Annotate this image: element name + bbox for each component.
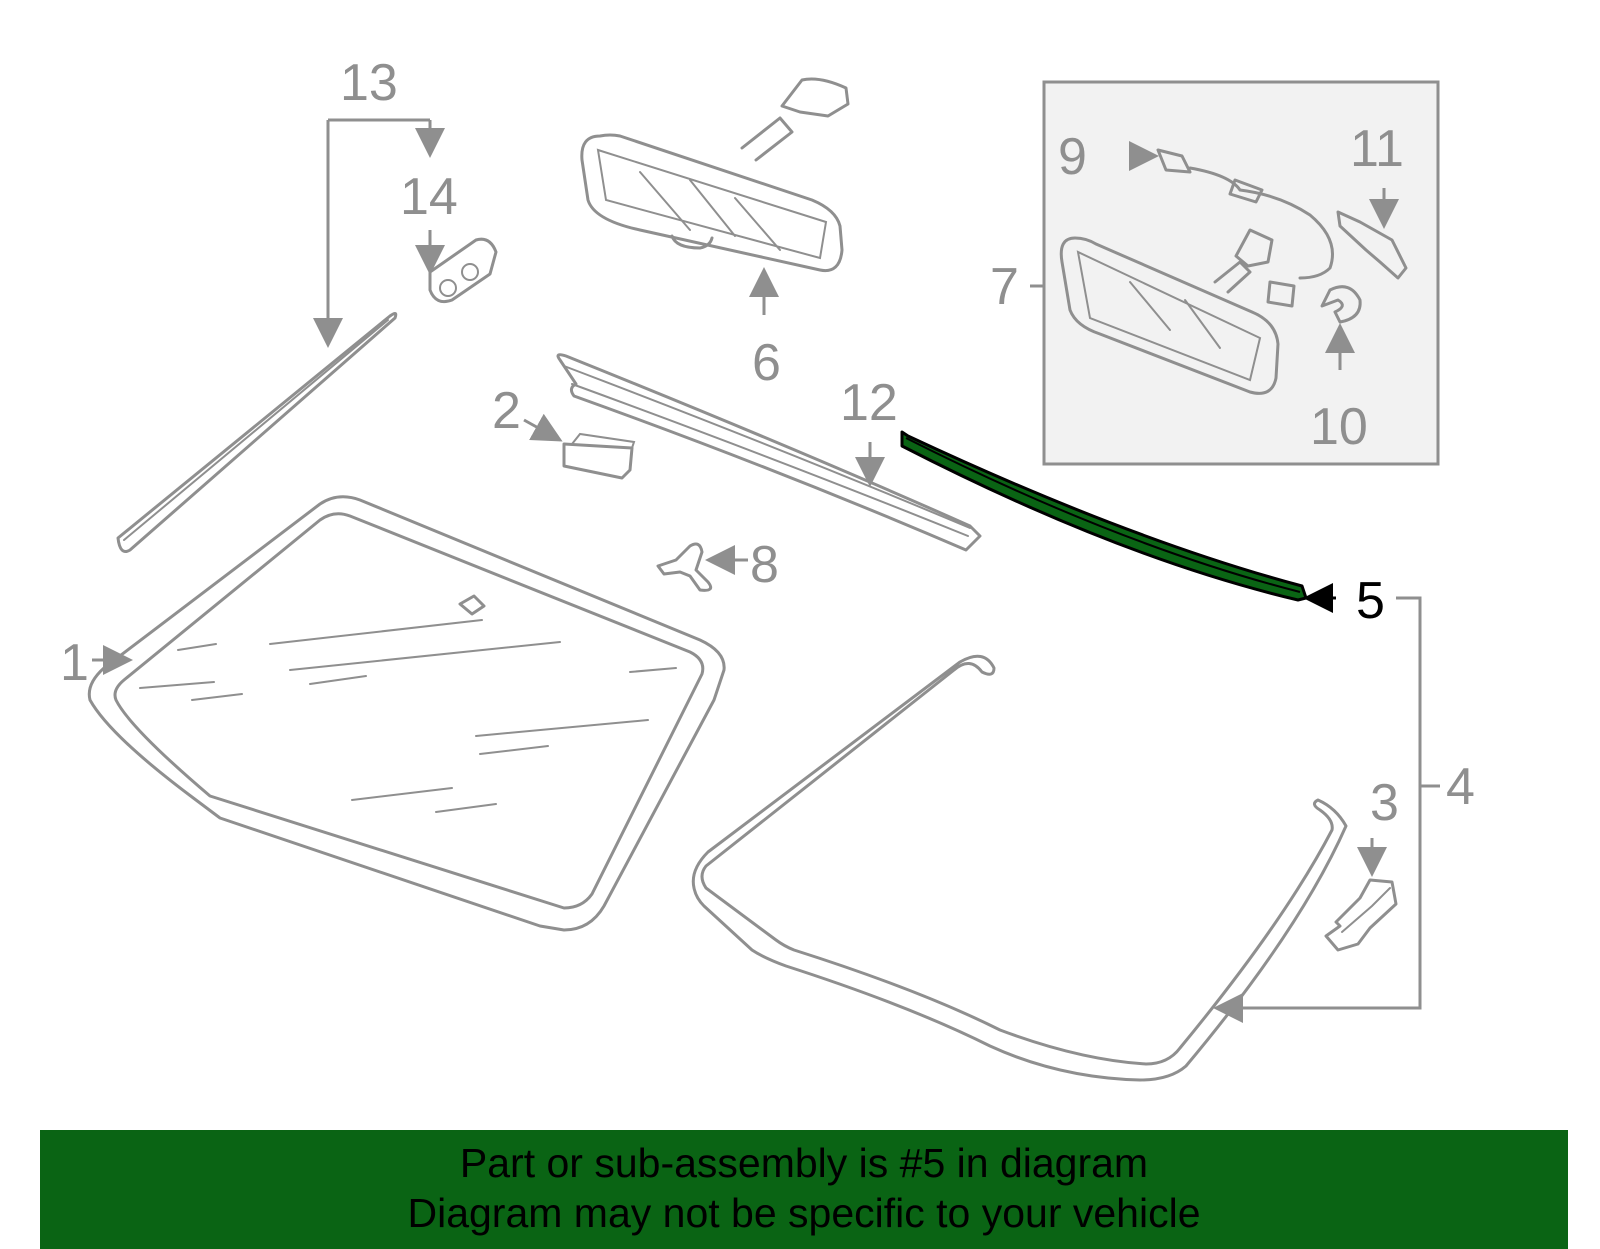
callout-14: 14 <box>400 168 458 226</box>
callout-5: 5 <box>1356 572 1385 630</box>
callout-8: 8 <box>750 536 779 594</box>
clip-10 <box>1320 285 1362 324</box>
upper-trim-12 <box>556 353 982 552</box>
dam-rubber-4 <box>691 654 1348 1082</box>
callout-11: 11 <box>1350 120 1404 178</box>
windshield-1 <box>87 495 726 932</box>
callout-1: 1 <box>60 634 89 692</box>
callout-9: 9 <box>1058 128 1087 186</box>
clip-8 <box>656 542 713 592</box>
mirror-assembly-7 <box>1059 228 1280 395</box>
callout-6: 6 <box>752 334 781 392</box>
callout-3: 3 <box>1370 774 1399 832</box>
leader-lines <box>92 118 1440 1023</box>
callout-10: 10 <box>1310 398 1368 456</box>
moulding-13 <box>116 311 398 553</box>
clip-14 <box>428 237 498 304</box>
callout-13: 13 <box>340 54 398 112</box>
banner-line-1: Part or sub-assembly is #5 in diagram <box>459 1140 1149 1186</box>
inset-box <box>1042 80 1440 466</box>
bracket-3 <box>1324 878 1398 952</box>
parts-diagram: 13 14 6 9 11 7 10 2 12 8 1 5 4 3 <box>60 54 1475 1082</box>
info-banner: Part or sub-assembly is #5 in diagram Di… <box>40 1130 1568 1249</box>
spacer-2 <box>562 432 636 480</box>
callout-2: 2 <box>492 382 521 440</box>
callout-7: 7 <box>990 258 1019 316</box>
wiring-harness-9 <box>1156 148 1334 308</box>
banner-line-2: Diagram may not be specific to your vehi… <box>407 1190 1201 1236</box>
callout-4: 4 <box>1446 758 1475 816</box>
rear-view-mirror-6 <box>580 77 850 273</box>
callout-12: 12 <box>840 374 898 432</box>
